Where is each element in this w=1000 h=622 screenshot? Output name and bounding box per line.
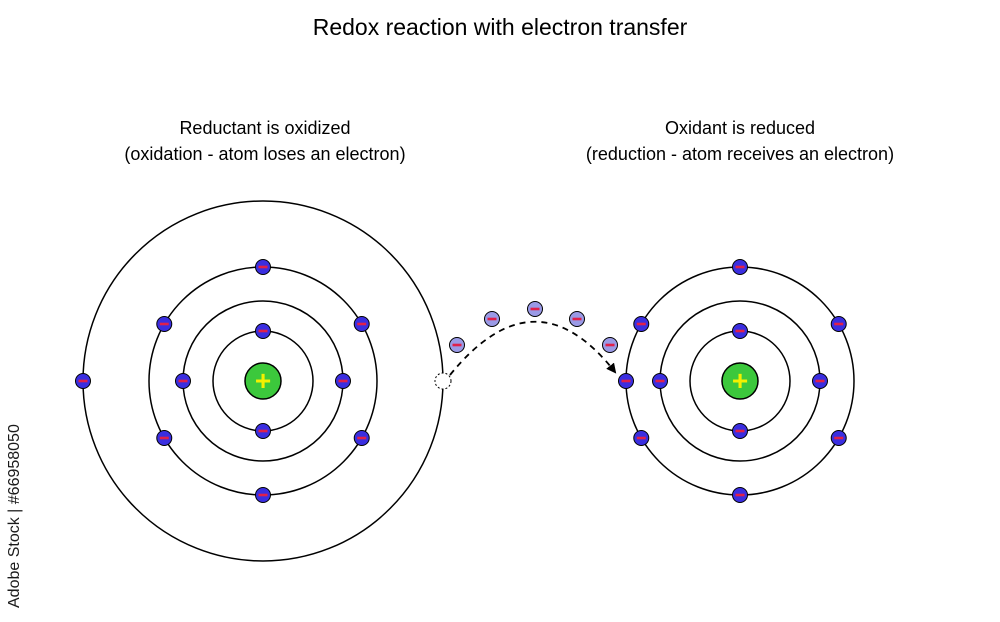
electron-charge-symbol (834, 322, 844, 326)
electron-charge-symbol (178, 379, 188, 383)
electron-charge-symbol (621, 379, 631, 383)
transferring-electron (449, 337, 465, 353)
electron-charge-symbol (735, 265, 745, 269)
electron (732, 423, 748, 439)
oxidant-atom: + (618, 259, 855, 503)
electron (255, 323, 271, 339)
transfer-arrow (449, 320, 617, 376)
electron-charge-symbol (159, 436, 169, 440)
transferring-electron (569, 311, 585, 327)
electron-charge-symbol (78, 379, 88, 383)
electron-charge-symbol (487, 317, 497, 321)
proton-symbol: + (255, 365, 271, 396)
transferring-electron (484, 311, 500, 327)
proton-symbol: + (732, 365, 748, 396)
electron (652, 373, 668, 389)
stock-watermark: Adobe Stock | #66958050 (6, 424, 23, 608)
oxidant-caption: Oxidant is reduced (reduction - atom rec… (540, 115, 940, 167)
oxidant-electrons (618, 259, 847, 503)
reductant-heading: Reductant is oxidized (179, 118, 351, 138)
electron-charge-symbol (159, 322, 169, 326)
nucleus-core (244, 362, 282, 400)
reductant-description: (oxidation - atom loses an electron) (124, 144, 406, 164)
electron-charge-symbol (258, 493, 268, 497)
electron-charge-symbol (338, 379, 348, 383)
electron-charge-symbol (735, 493, 745, 497)
electron-vacancy (434, 372, 452, 390)
electron (255, 423, 271, 439)
electron (830, 430, 847, 446)
electron (75, 373, 91, 389)
oxidant-heading: Oxidant is reduced (664, 118, 816, 138)
electron-charge-symbol (605, 343, 615, 347)
electron-charge-symbol (258, 265, 268, 269)
electron-charge-symbol (357, 436, 367, 440)
oxidant-nucleus: + (721, 362, 759, 400)
diagram-title: Redox reaction with electron transfer (312, 14, 688, 40)
electron-charge-symbol (258, 429, 268, 433)
electron (830, 316, 847, 332)
electron (255, 487, 271, 503)
electron-charge-symbol (834, 436, 844, 440)
electron (812, 373, 828, 389)
electron (633, 430, 650, 446)
electron-charge-symbol (258, 329, 268, 333)
electron-charge-symbol (636, 436, 646, 440)
electron-charge-symbol (572, 317, 582, 321)
electron (156, 316, 173, 332)
electron-charge-symbol (357, 322, 367, 326)
electron (175, 373, 191, 389)
oxidant-description: (reduction - atom receives an electron) (585, 144, 895, 164)
reductant-electrons (75, 259, 370, 503)
reductant-atom: + (75, 200, 452, 562)
electron-charge-symbol (636, 322, 646, 326)
transferring-electron (602, 337, 618, 353)
electron (732, 487, 748, 503)
nucleus-core (721, 362, 759, 400)
electron-charge-symbol (655, 379, 665, 383)
reductant-caption: Reductant is oxidized (oxidation - atom … (65, 115, 465, 167)
electron (732, 259, 748, 275)
electron (335, 373, 351, 389)
reductant-nucleus: + (244, 362, 282, 400)
electron (633, 316, 650, 332)
transferring-electrons (449, 301, 618, 353)
electron (618, 373, 634, 389)
electron-charge-symbol (530, 307, 540, 311)
electron-charge-symbol (735, 429, 745, 433)
electron-charge-symbol (735, 329, 745, 333)
electron (353, 430, 370, 446)
transferring-electron (527, 301, 543, 317)
electron (255, 259, 271, 275)
electron (732, 323, 748, 339)
electron (353, 316, 370, 332)
electron (156, 430, 173, 446)
electron-charge-symbol (452, 343, 462, 347)
electron-charge-symbol (815, 379, 825, 383)
